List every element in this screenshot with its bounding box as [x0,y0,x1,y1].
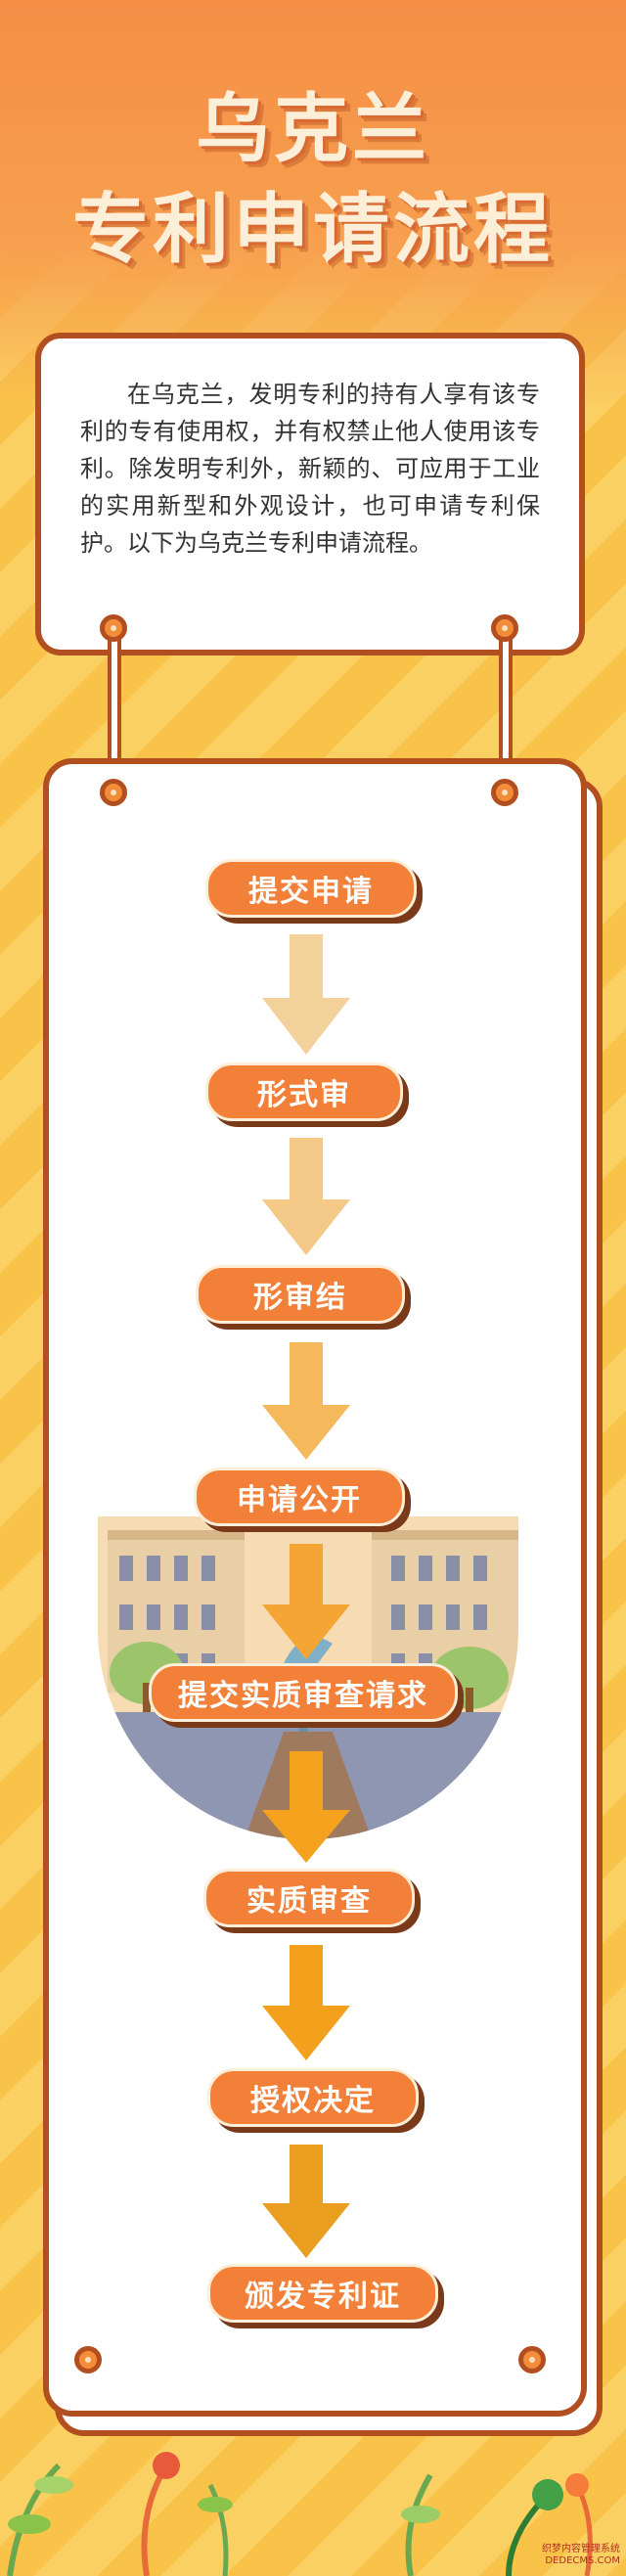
arrow-down-icon [262,1138,350,1255]
step-submit-application: 提交申请 [205,859,417,918]
arrow-down-icon [262,1342,350,1460]
arrow-down-icon [262,1751,350,1863]
step-substantive-examination: 实质审查 [203,1869,415,1927]
intro-card: 在乌克兰，发明专利的持有人享有该专利的专有使用权，并有权禁止他人使用该专利。除发… [35,333,585,655]
intro-text: 在乌克兰，发明专利的持有人享有该专利的专有使用权，并有权禁止他人使用该专利。除发… [80,381,540,557]
watermark: 织梦内容管理系统 DEDECMS.COM [542,2544,620,2566]
step-request-substantive-exam: 提交实质审查请求 [149,1663,458,1722]
step-publication: 申请公开 [194,1468,405,1526]
decorative-plants-illustration [7,2452,593,2576]
ring-card-right [491,779,518,806]
arrow-down-icon [262,934,350,1055]
page-title-line1: 乌克兰 [196,85,430,172]
step-grant-decision: 授权决定 [207,2068,419,2127]
step-formal-result: 形审结 [196,1265,405,1324]
step-formal-examination: 形式审 [205,1062,403,1121]
arrow-down-icon [262,2145,350,2258]
ring-top-right [491,614,518,642]
page-title-line2: 专利申请流程 [71,186,554,274]
ring-bottom-left [74,2346,102,2373]
step-issue-certificate: 颁发专利证 [207,2264,438,2323]
ring-top-left [100,614,127,642]
arrow-down-icon [262,1544,350,1659]
arrow-down-icon [262,1945,350,2060]
ring-bottom-right [518,2346,546,2373]
ring-card-left [100,779,127,806]
